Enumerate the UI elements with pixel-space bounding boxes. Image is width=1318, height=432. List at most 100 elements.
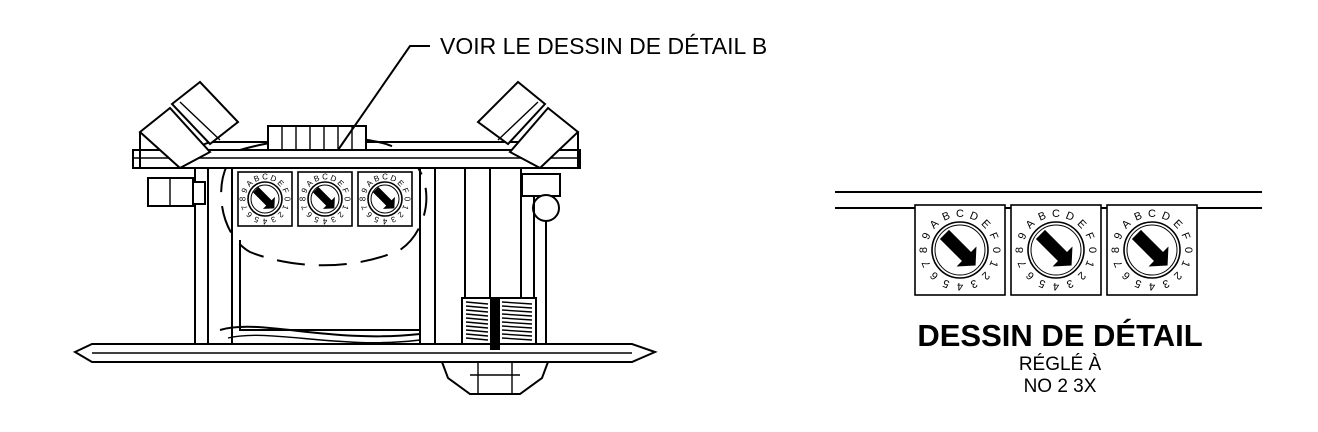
dial-character: B: [1037, 210, 1048, 224]
dial-character: 1: [340, 204, 350, 212]
dial-character: 0: [403, 197, 412, 202]
dial-character: 5: [252, 214, 260, 224]
dial-character: 9: [1112, 231, 1125, 241]
dial-pointer-arrow: [252, 186, 275, 209]
dial-character: B: [252, 173, 260, 183]
dial-character: C: [262, 173, 268, 182]
detail-title: DESSIN DE DÉTAIL: [917, 318, 1202, 353]
dial-character: 6: [244, 209, 254, 219]
dial-character: C: [322, 173, 328, 182]
dial-character: 1: [1083, 259, 1096, 269]
dial-character: E: [395, 178, 405, 188]
dial-character: 2: [395, 210, 405, 220]
dial-character: C: [956, 208, 964, 220]
dial-character: 0: [283, 197, 292, 202]
dial-character: 4: [1053, 280, 1059, 292]
dial-character: 3: [1161, 277, 1171, 290]
dial-character: C: [1148, 208, 1156, 220]
dial-character: 8: [239, 196, 248, 201]
dial-character: 2: [335, 210, 345, 220]
dial-character: 7: [1112, 259, 1125, 269]
dial-character: D: [1064, 210, 1076, 224]
dial-character: 7: [1016, 259, 1029, 269]
dial-character: B: [1133, 210, 1144, 224]
dial-character: F: [1178, 231, 1192, 242]
dial-character: 1: [400, 204, 410, 212]
dial-character: 0: [1182, 247, 1194, 253]
callout-leader-line: [337, 45, 430, 151]
dial-character: 8: [918, 247, 930, 253]
dial-character: 7: [920, 259, 933, 269]
dial-character: 4: [957, 280, 963, 292]
dial-character: 4: [1149, 280, 1155, 292]
dial-character: 2: [275, 210, 285, 220]
dial-character: A: [304, 178, 315, 189]
dial-character: 3: [389, 214, 397, 224]
dial-character: 5: [941, 277, 951, 290]
dial-character: E: [335, 178, 345, 188]
dial-character: 9: [300, 186, 310, 194]
left-side-block: [147, 177, 206, 207]
dial-character: 1: [1179, 259, 1192, 269]
dial-character: B: [312, 173, 320, 183]
dial-character: F: [340, 187, 350, 195]
dial-character: D: [968, 210, 980, 224]
dial-character: B: [372, 173, 380, 183]
dial-character: 6: [364, 209, 374, 219]
dial-character: 0: [343, 197, 352, 202]
dial-pointer-arrow: [312, 186, 335, 209]
dial-character: 7: [299, 203, 309, 211]
dial-character: F: [280, 187, 290, 195]
dial-character: 4: [382, 217, 387, 226]
left-angled-cap: [138, 80, 240, 170]
dial-character: 0: [1086, 247, 1098, 253]
dial-character: 1: [280, 204, 290, 212]
dial-character: 3: [969, 277, 979, 290]
dial-character: 5: [312, 214, 320, 224]
threaded-column: [461, 167, 537, 350]
dial-character: F: [986, 231, 1000, 242]
detail-setting-value: NO 2 3X: [1024, 376, 1097, 397]
dial-character: 5: [1133, 277, 1143, 290]
dial-character: 8: [359, 196, 368, 201]
dial-character: 8: [1110, 247, 1122, 253]
dial-pointer-arrow: [1035, 229, 1073, 267]
detail-setting-label: RÉGLÉ À: [1019, 354, 1102, 375]
dial-character: B: [941, 210, 952, 224]
dial-character: 9: [1016, 231, 1029, 241]
dial-character: 0: [990, 247, 1002, 253]
detail-dashed-outline: [220, 136, 428, 267]
dial-character: F: [1082, 231, 1096, 242]
dial-character: E: [275, 178, 285, 188]
right-angled-cap: [476, 80, 580, 170]
dial-character: 7: [239, 203, 249, 211]
dial-pointer-arrow: [1131, 229, 1169, 267]
dial-character: 6: [304, 209, 314, 219]
dial-character: 7: [359, 203, 369, 211]
dial-character: 3: [329, 214, 337, 224]
base-flange: [72, 343, 658, 363]
dial-character: 1: [987, 259, 1000, 269]
right-side-connector: [521, 173, 561, 344]
dial-pointer-arrow: [939, 229, 977, 267]
thread-lines: [465, 301, 533, 341]
dial-character: D: [269, 173, 278, 184]
dial-character: 4: [322, 217, 327, 226]
bottom-knob: [440, 361, 550, 395]
dial-character: 9: [920, 231, 933, 241]
dial-character: C: [382, 173, 388, 182]
dial-character: D: [389, 173, 398, 184]
main-body: [194, 167, 436, 345]
dial-character: C: [1052, 208, 1060, 220]
dial-character: 9: [240, 186, 250, 194]
